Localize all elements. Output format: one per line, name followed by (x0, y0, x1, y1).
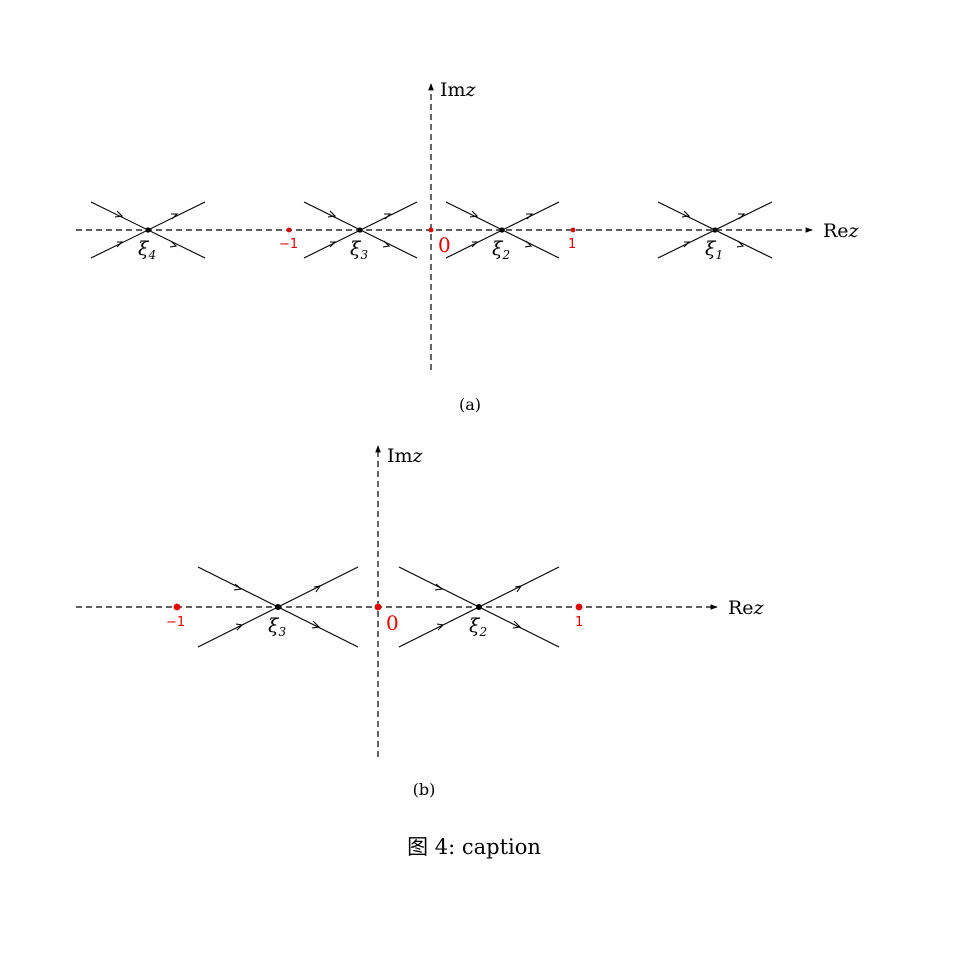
imag-axis-label-a: Imz (440, 79, 477, 101)
saddle-cross-xi2-a (445, 201, 560, 259)
xi3-label-a: ξ3 (350, 238, 368, 262)
panel-b: Rez Imz −1 0 1 ξ3 ξ2 (76, 445, 765, 799)
saddle-point-xi3-b (275, 604, 281, 610)
minus-one-label-b: −1 (166, 615, 185, 630)
point-one-b (575, 603, 583, 611)
saddle-point-xi2-a (499, 227, 505, 233)
saddle-point-xi3-a (357, 227, 363, 233)
xi4-label-a: ξ4 (138, 238, 156, 262)
xi2-label-b: ξ2 (469, 615, 487, 639)
saddle-cross-xi2-b (398, 566, 560, 648)
saddle-cross-xi1-a (657, 201, 773, 259)
origin-label-a: 0 (438, 233, 451, 257)
saddle-cross-xi3-b (197, 566, 359, 648)
point-minus-one-b (173, 603, 181, 611)
xi2-label-a: ξ2 (492, 238, 510, 262)
real-axis-label-a: Rez (823, 220, 860, 242)
saddle-cross-xi4-a (90, 201, 206, 259)
panel-tag-a: (a) (459, 395, 481, 414)
saddle-point-xi4-a (145, 227, 151, 233)
point-origin-b (374, 603, 382, 611)
point-origin-a (428, 227, 434, 233)
origin-label-b: 0 (386, 611, 399, 635)
panel-tag-b: (b) (413, 780, 436, 799)
saddle-point-xi2-b (476, 604, 482, 610)
one-label-b: 1 (575, 615, 583, 630)
minus-one-label-a: −1 (279, 237, 298, 252)
point-minus-one-a (286, 227, 292, 233)
one-label-a: 1 (568, 237, 576, 252)
saddle-cross-xi3-a (303, 201, 418, 259)
real-axis-label-b: Rez (728, 597, 765, 619)
figure-caption: 图 4: caption (407, 835, 541, 859)
point-one-a (570, 227, 576, 233)
xi3-label-b: ξ3 (268, 615, 286, 639)
imag-axis-label-b: Imz (387, 445, 424, 467)
panel-a: Rez Imz (76, 79, 860, 414)
saddle-point-xi1-a (712, 227, 718, 233)
xi1-label-a: ξ1 (705, 238, 723, 262)
